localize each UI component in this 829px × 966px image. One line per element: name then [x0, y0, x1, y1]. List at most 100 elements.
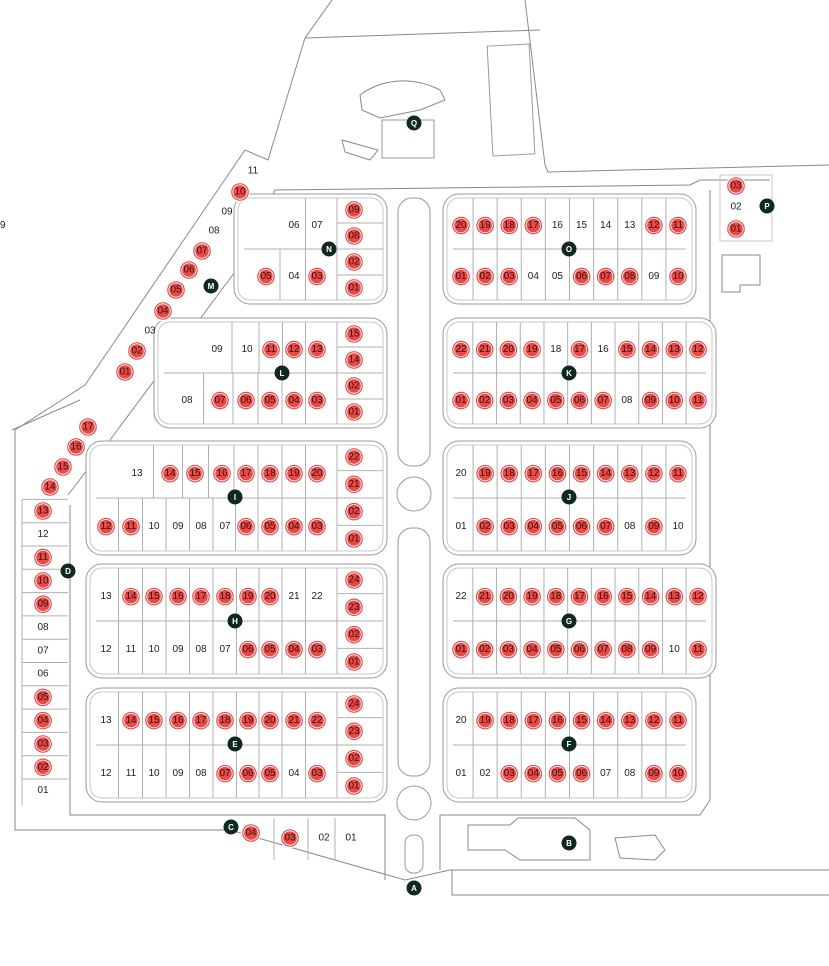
lot-number-F-04[interactable]: 04 [528, 768, 540, 779]
lot-number-E-03[interactable]: 03 [311, 768, 323, 779]
block-marker-N[interactable]: N [321, 241, 337, 257]
lot-number-J-15[interactable]: 15 [576, 468, 588, 479]
marker-dot-F[interactable] [561, 736, 577, 752]
lot-number-F-02[interactable]: 02 [480, 768, 492, 779]
lot-number-O-08[interactable]: 08 [624, 271, 636, 282]
lot-number-G-14[interactable]: 14 [645, 591, 657, 602]
lot-number-G-09[interactable]: 09 [645, 644, 657, 655]
lot-number-D-07[interactable]: 07 [37, 645, 49, 656]
lot-number-H-13[interactable]: 13 [100, 591, 112, 602]
lot-number-D-04[interactable]: 04 [37, 715, 49, 726]
lot-number-N-01[interactable]: 01 [348, 283, 360, 294]
lot-number-J-17[interactable]: 17 [528, 468, 540, 479]
lot-number-F-18[interactable]: 18 [504, 715, 516, 726]
lot-number-F-10[interactable]: 10 [672, 768, 684, 779]
lot-number-L-09[interactable]: 09 [211, 344, 223, 355]
lot-number-M-09[interactable]: 09 [221, 207, 233, 218]
block-marker-F[interactable]: F [561, 736, 577, 752]
lot-number-L-11[interactable]: 11 [266, 344, 277, 355]
lot-number-E-02[interactable]: 02 [348, 753, 360, 764]
lot-number-N-09[interactable]: 09 [0, 220, 6, 231]
lot-number-G-20[interactable]: 20 [503, 591, 515, 602]
lot-number-H-24[interactable]: 24 [348, 575, 360, 586]
lot-number-J-18[interactable]: 18 [504, 468, 516, 479]
marker-dot-H[interactable] [227, 613, 243, 629]
lot-number-K-07[interactable]: 07 [598, 395, 610, 406]
marker-dot-E[interactable] [227, 736, 243, 752]
lot-number-K-14[interactable]: 14 [645, 344, 657, 355]
marker-dot-B[interactable] [561, 835, 577, 851]
lot-number-D-02[interactable]: 02 [37, 762, 49, 773]
lot-number-K-03[interactable]: 03 [503, 395, 515, 406]
lot-number-F-07[interactable]: 07 [600, 768, 612, 779]
lot-number-E-11[interactable]: 11 [126, 768, 137, 779]
lot-number-I-17[interactable]: 17 [240, 468, 252, 479]
lot-number-K-11[interactable]: 11 [693, 395, 704, 406]
lot-number-O-15[interactable]: 15 [576, 220, 588, 231]
lot-number-C-01[interactable]: 01 [345, 833, 357, 844]
lot-number-E-21[interactable]: 21 [288, 715, 300, 726]
lot-number-H-14[interactable]: 14 [125, 591, 137, 602]
lot-number-E-14[interactable]: 14 [125, 715, 137, 726]
lot-number-J-01[interactable]: 01 [455, 521, 467, 532]
lot-number-E-04[interactable]: 04 [288, 768, 300, 779]
lot-number-I-14[interactable]: 14 [164, 468, 176, 479]
lot-number-M-08[interactable]: 08 [208, 226, 220, 237]
block-marker-C[interactable]: C [223, 819, 239, 835]
lot-number-E-16[interactable]: 16 [172, 715, 184, 726]
lot-number-M-02[interactable]: 02 [131, 346, 143, 357]
lot-number-K-04[interactable]: 04 [527, 395, 539, 406]
lot-number-K-16[interactable]: 16 [598, 344, 610, 355]
lot-number-I-20[interactable]: 20 [311, 468, 323, 479]
lot-number-I-10[interactable]: 10 [148, 521, 160, 532]
lot-number-K-09[interactable]: 09 [645, 395, 657, 406]
lot-number-F-16[interactable]: 16 [552, 715, 564, 726]
lot-number-D-12[interactable]: 12 [37, 529, 49, 540]
lot-number-J-20[interactable]: 20 [455, 468, 467, 479]
lot-number-J-19[interactable]: 19 [480, 468, 492, 479]
lot-number-H-02[interactable]: 02 [348, 629, 360, 640]
lot-number-F-09[interactable]: 09 [648, 768, 660, 779]
lot-number-D-09[interactable]: 09 [37, 599, 49, 610]
lot-number-M-10[interactable]: 10 [234, 187, 246, 198]
lot-number-N-03[interactable]: 03 [311, 271, 323, 282]
lot-number-L-06[interactable]: 06 [240, 395, 252, 406]
lot-number-I-01[interactable]: 01 [348, 534, 360, 545]
lot-number-M-01[interactable]: 01 [119, 367, 131, 378]
lot-number-N-08[interactable]: 08 [348, 231, 360, 242]
lot-number-H-17[interactable]: 17 [195, 591, 207, 602]
lot-number-D-17[interactable]: 17 [82, 422, 94, 433]
marker-dot-C[interactable] [223, 819, 239, 835]
lot-number-G-04[interactable]: 04 [527, 644, 539, 655]
lot-number-D-13[interactable]: 13 [37, 506, 49, 517]
lot-number-E-24[interactable]: 24 [348, 699, 360, 710]
lot-number-F-11[interactable]: 11 [673, 715, 684, 726]
lot-number-H-10[interactable]: 10 [148, 644, 160, 655]
marker-dot-I[interactable] [227, 489, 243, 505]
lot-number-J-14[interactable]: 14 [600, 468, 612, 479]
lot-number-K-02[interactable]: 02 [479, 395, 491, 406]
marker-dot-K[interactable] [561, 365, 577, 381]
lot-number-P-03[interactable]: 03 [730, 181, 742, 192]
block-marker-D[interactable]: D [60, 563, 76, 579]
lot-number-O-18[interactable]: 18 [504, 220, 516, 231]
lot-number-O-04[interactable]: 04 [528, 271, 540, 282]
lot-number-N-05[interactable]: 05 [260, 271, 272, 282]
lot-number-N-09[interactable]: 09 [348, 205, 360, 216]
lot-number-H-23[interactable]: 23 [348, 602, 360, 613]
lot-number-J-08[interactable]: 08 [624, 521, 636, 532]
lot-number-I-12[interactable]: 12 [100, 521, 112, 532]
lot-number-E-17[interactable]: 17 [195, 715, 207, 726]
lot-number-K-18[interactable]: 18 [550, 344, 562, 355]
lot-number-M-05[interactable]: 05 [170, 285, 182, 296]
lot-number-H-05[interactable]: 05 [264, 644, 276, 655]
lot-number-E-12[interactable]: 12 [100, 768, 112, 779]
lot-number-K-08[interactable]: 08 [621, 395, 633, 406]
lot-number-F-13[interactable]: 13 [624, 715, 636, 726]
lot-number-K-10[interactable]: 10 [669, 395, 681, 406]
lot-number-O-01[interactable]: 01 [455, 271, 467, 282]
lot-number-N-06[interactable]: 06 [288, 220, 300, 231]
lot-number-H-11[interactable]: 11 [126, 644, 137, 655]
lot-number-N-04[interactable]: 04 [288, 271, 300, 282]
lot-number-J-07[interactable]: 07 [600, 521, 612, 532]
